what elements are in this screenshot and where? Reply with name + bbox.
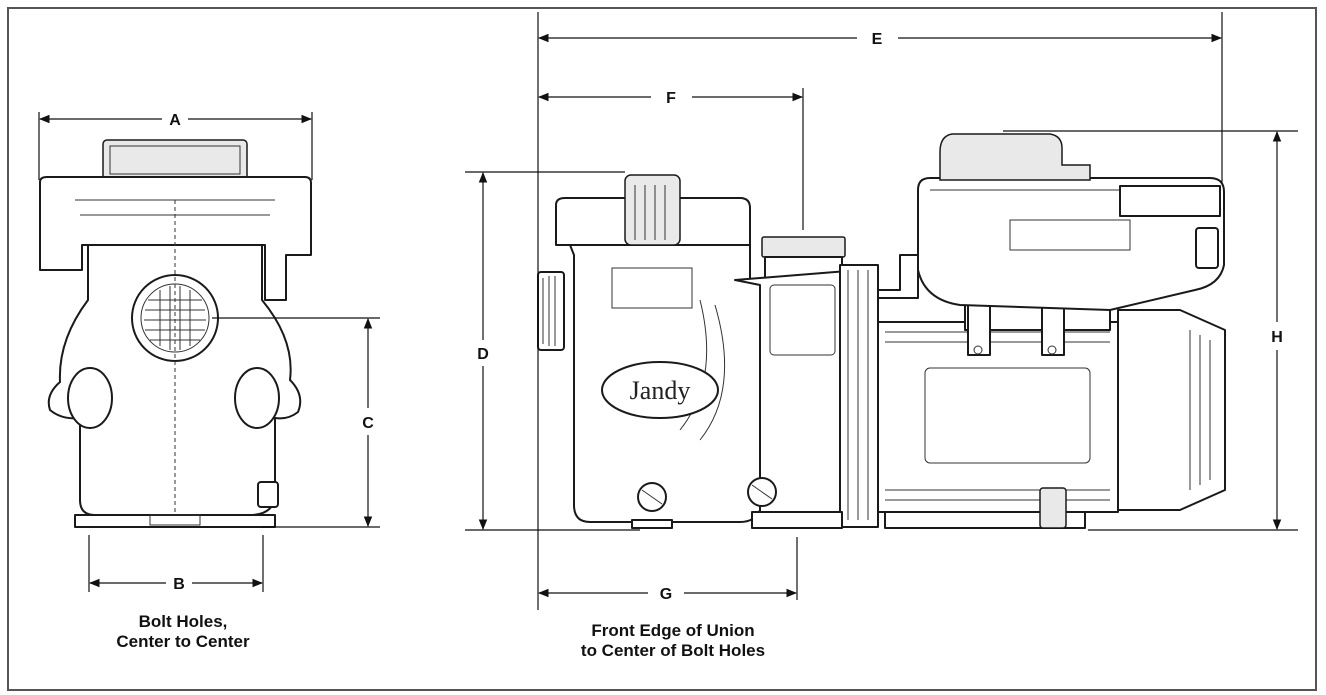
- bolt-holes-caption: Bolt Holes, Center to Center: [92, 612, 274, 652]
- jandy-logo: Jandy: [601, 361, 719, 419]
- union-caption: Front Edge of Union to Center of Bolt Ho…: [560, 621, 786, 661]
- dimension-label-c: C: [362, 415, 374, 432]
- union-caption-line2: to Center of Bolt Holes: [580, 641, 766, 660]
- dimension-label-f: F: [666, 90, 676, 107]
- dimension-label-g: G: [660, 586, 672, 603]
- jandy-logo-text: Jandy: [630, 376, 691, 405]
- dimension-label-b: B: [173, 576, 185, 593]
- dimension-label-a: A: [169, 112, 181, 129]
- bolt-holes-caption-line1: Bolt Holes,: [138, 612, 228, 631]
- pump-side-view: [537, 133, 1226, 529]
- dimension-label-d: D: [477, 346, 489, 363]
- bolt-holes-caption-line2: Center to Center: [116, 632, 250, 651]
- diagram-border: [7, 7, 1317, 691]
- dimension-label-h: H: [1271, 329, 1283, 346]
- pump-front-view: [39, 139, 312, 528]
- dimension-label-e: E: [872, 31, 883, 48]
- union-caption-line1: Front Edge of Union: [591, 621, 755, 640]
